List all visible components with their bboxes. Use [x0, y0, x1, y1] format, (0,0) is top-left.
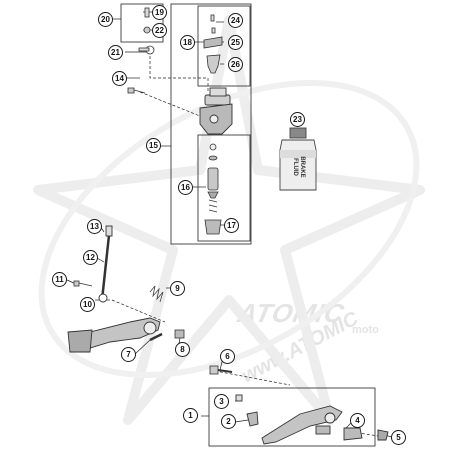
callout-25[interactable]: 25	[228, 35, 243, 50]
callout-21[interactable]: 21	[108, 45, 123, 60]
callout-20[interactable]: 20	[98, 12, 113, 27]
callout-6[interactable]: 6	[220, 349, 235, 364]
callout-15[interactable]: 15	[146, 138, 161, 153]
callout-18[interactable]: 18	[180, 35, 195, 50]
callout-5[interactable]: 5	[391, 430, 406, 445]
callout-10[interactable]: 10	[80, 297, 95, 312]
callout-16[interactable]: 16	[178, 180, 193, 195]
callout-23[interactable]: 23	[290, 112, 305, 127]
bottle-label-line2: FLUID	[292, 158, 298, 176]
frame-box-16	[197, 134, 251, 242]
frame-box-18	[197, 5, 251, 87]
callout-11[interactable]: 11	[52, 272, 67, 287]
callout-2[interactable]: 2	[221, 414, 236, 429]
callout-9[interactable]: 9	[170, 281, 185, 296]
callout-19[interactable]: 19	[152, 5, 167, 20]
frame-box-15	[170, 3, 252, 245]
callout-26[interactable]: 26	[228, 57, 243, 72]
callout-14[interactable]: 14	[112, 71, 127, 86]
callout-7[interactable]: 7	[121, 347, 136, 362]
callout-17[interactable]: 17	[224, 218, 239, 233]
callout-8[interactable]: 8	[175, 342, 190, 357]
watermark-sub: moto	[352, 324, 379, 336]
callout-4[interactable]: 4	[350, 413, 365, 428]
frame-box-1	[208, 387, 376, 447]
callout-24[interactable]: 24	[228, 13, 243, 28]
callout-13[interactable]: 13	[87, 219, 102, 234]
brake-fluid-bottle	[279, 127, 317, 191]
callout-22[interactable]: 22	[152, 23, 167, 38]
bottle-label: BRAKE FLUID	[291, 153, 305, 181]
callout-3[interactable]: 3	[214, 394, 229, 409]
callout-1[interactable]: 1	[183, 408, 198, 423]
foot-brake-lever	[67, 317, 161, 353]
callout-12[interactable]: 12	[83, 250, 98, 265]
bottle-label-line1: BRAKE	[299, 156, 305, 178]
